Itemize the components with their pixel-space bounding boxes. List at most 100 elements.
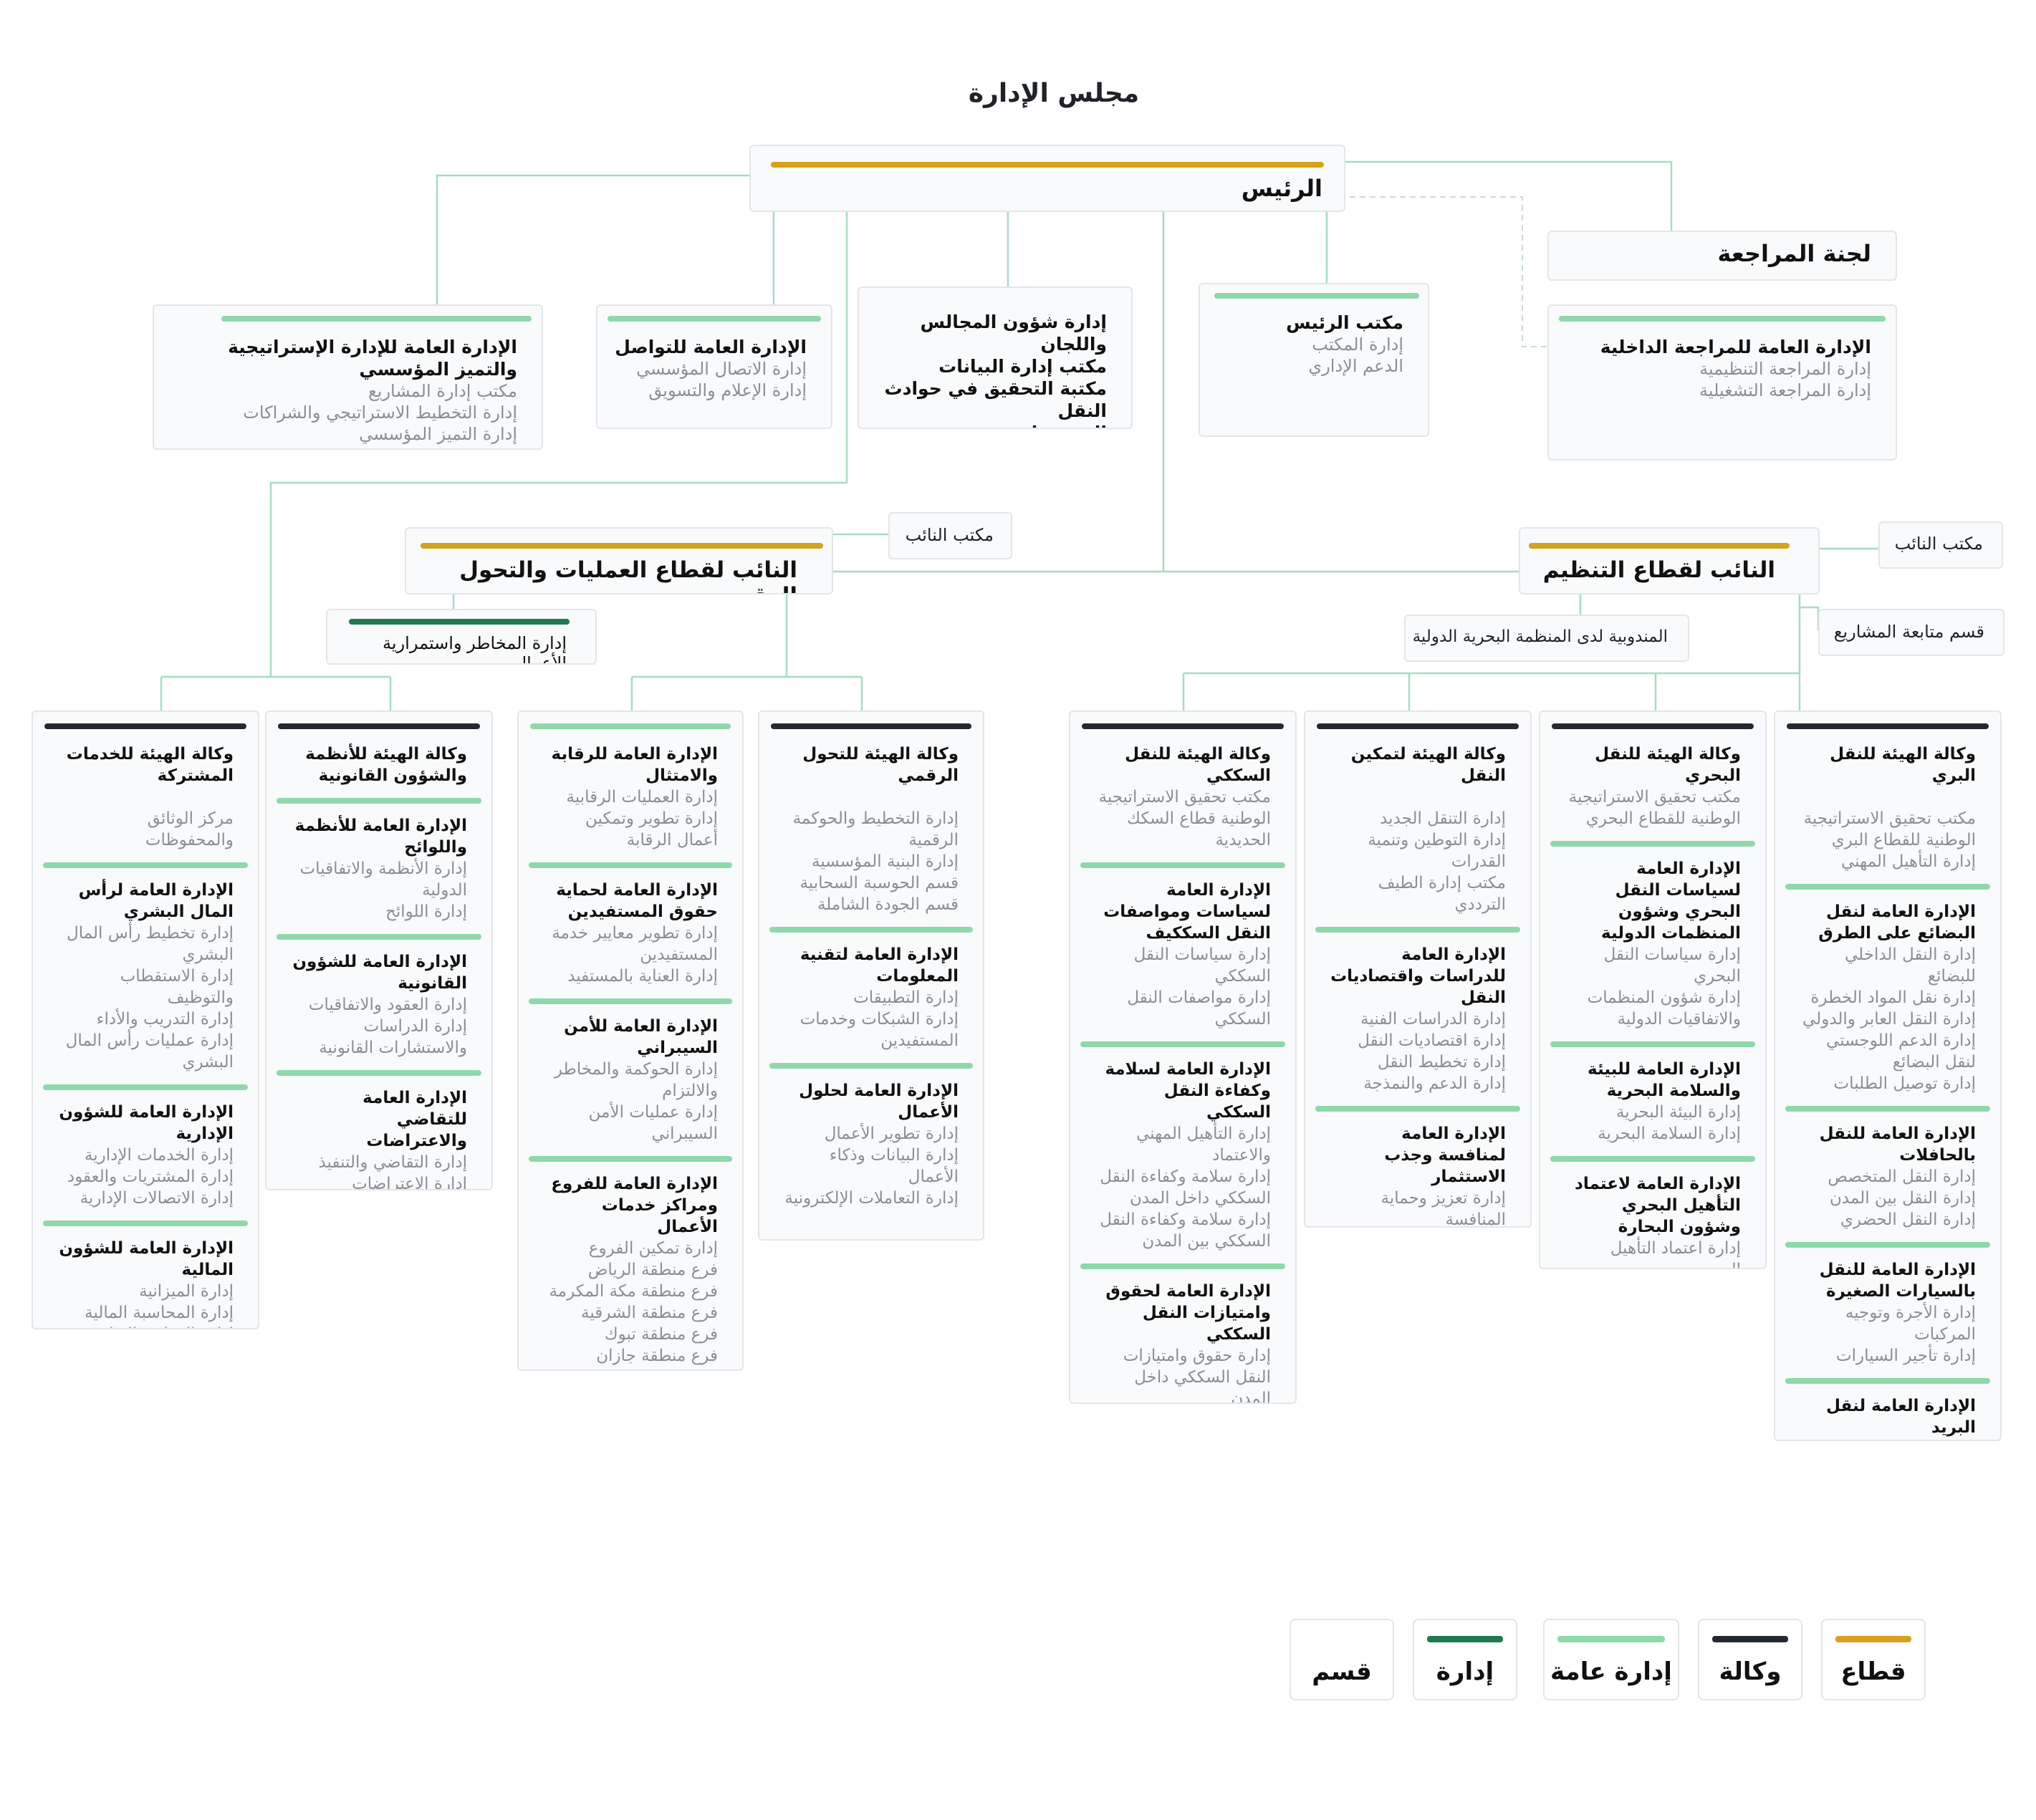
deputy-office-reg-box[interactable]: مكتب النائب — [1878, 521, 2003, 569]
sub-department: إدارة عمليات رأس المال البشري — [65, 1031, 234, 1072]
general-dept-bar — [529, 1156, 732, 1162]
department-title: الإدارة العامة للرقابة والامتثال — [551, 745, 718, 785]
sub-department — [57, 786, 234, 808]
department-section[interactable]: الإدارة العامة للبيئة والسلامة البحرية إد… — [1565, 1054, 1741, 1155]
department-section[interactable]: الإدارة العامة للنقل بالحافلات إدارة النق… — [1800, 1119, 1976, 1241]
sub-department — [1800, 786, 1976, 808]
sub-department: إدارة تطوير الأعمال — [824, 1125, 959, 1143]
sub-department: إدارة النقل الحضري — [1840, 1210, 1976, 1229]
sub-department: إدارة التأهيل المهني — [1840, 852, 1976, 871]
agency-bar — [278, 723, 480, 729]
department-section[interactable]: الإدارة العامة لنقل البريدإدارة الطرودإد… — [1800, 1391, 1976, 1440]
sub-department: إدارة حقوق وامتيازات النقل السككي داخل ا… — [1123, 1347, 1271, 1404]
general-dept-bar — [43, 1084, 248, 1090]
legend-label: قطاع — [1840, 1657, 1906, 1686]
risk-dept-box[interactable]: إدارة المخاطر واستمرارية الأعمال — [326, 609, 597, 665]
sub-department: قسم الحوسبة السحابية — [799, 874, 959, 892]
agency-bar — [1552, 723, 1754, 729]
board-of-directors-title: مجلس الإدارة — [968, 79, 1140, 108]
legend-general-dept: إدارة عامة — [1543, 1619, 1679, 1700]
department-section[interactable]: الإدارة العامة لسياسات ومواصفات النقل ال… — [1095, 875, 1271, 1040]
councils-committees-box[interactable]: إدارة شؤون المجالس واللجان مكتب إدارة ال… — [858, 287, 1133, 429]
general-dept-bar — [277, 1070, 481, 1076]
sub-department: إدارة الدعم والنمذجة — [1363, 1074, 1506, 1093]
department-section[interactable]: الإدارة العامة للدراسات واقتصاديات النقل… — [1330, 940, 1506, 1104]
general-dept-bar — [277, 798, 481, 804]
department-title: الإدارة العامة للأمن السيبراني — [564, 1017, 718, 1057]
sub-department: إدارة الشبكات وخدمات المستفيدين — [799, 1010, 959, 1050]
department-section[interactable]: وكالة الهيئة للأنظمة والشؤون القانونية — [291, 739, 467, 796]
project-followup-box[interactable]: قسم متابعة المشاريع — [1818, 609, 2004, 656]
sub-department: فرع منطقة الرياض — [587, 1261, 718, 1279]
sub-department: إدارة التدريب والأداء — [96, 1010, 234, 1029]
unit-title: الإدارة العامة للمراجعة الداخلية — [1600, 337, 1871, 357]
communication-box[interactable]: الإدارة العامة للتواصل إدارة الاتصال الم… — [596, 304, 832, 429]
department-title: الإدارة العامة للبيئة والسلامة البحرية — [1588, 1060, 1741, 1100]
deputy-regulation-box[interactable]: النائب لقطاع التنظيم — [1519, 527, 1820, 594]
audit-committee-box[interactable]: لجنة المراجعة — [1547, 231, 1897, 281]
agency-bar — [1317, 723, 1519, 729]
president-office-box[interactable]: مكتب الرئيس إدارة المكتب الدعم الإداري — [1199, 283, 1429, 437]
deputy-office-ops-box[interactable]: مكتب النائب — [888, 512, 1012, 559]
sub-department: فرع منطقة الشرقية — [581, 1304, 718, 1322]
imo-delegation-box[interactable]: المندوبية لدى المنظمة البحرية الدولية — [1404, 615, 1689, 662]
department-section[interactable]: الإدارة العامة لحقوق وامتيازات النقل الس… — [1095, 1276, 1271, 1404]
sub-department: إدارة البيئة البحرية — [1616, 1103, 1741, 1122]
unit-item: إدارة الاتصال المؤسسي — [636, 359, 807, 379]
sub-department: إدارة شؤون المنظمات والاتفاقيات الدولية — [1587, 988, 1741, 1029]
sub-department: إدارة عمليات الأمن السيبراني — [588, 1103, 718, 1143]
legend-swatch — [1427, 1636, 1503, 1642]
agency-legal-affairs[interactable]: وكالة الهيئة للأنظمة والشؤون القانونية ال… — [265, 711, 493, 1190]
sub-department: إدارة التقاضي والتنفيذ — [318, 1153, 467, 1172]
sub-department: إدارة تطوير وتمكين أعمال الرقابة — [585, 809, 718, 849]
strategy-excellence-box[interactable]: الإدارة العامة للإدارة الإستراتيجية والت… — [153, 304, 543, 450]
general-dept-bar — [1315, 1106, 1520, 1112]
legend-swatch — [1835, 1636, 1911, 1642]
department-title: الإدارة العامة لحماية حقوق المستفيدين — [556, 881, 718, 921]
unit-item: إدارة الإعلام والتسويق — [648, 380, 807, 400]
deputy-operations-box[interactable]: النائب لقطاع العمليات والتحول الرقمي — [405, 527, 833, 594]
department-section[interactable]: الإدارة العامة لاعتماد التأهيل البحري وش… — [1565, 1169, 1741, 1268]
internal-audit-box[interactable]: الإدارة العامة للمراجعة الداخلية إدارة ا… — [1547, 304, 1897, 461]
sub-department: إدارة الدراسات الفنية — [1360, 1010, 1506, 1029]
agency-bar — [1787, 723, 1989, 729]
general-dept-bar — [277, 934, 481, 940]
department-title: الإدارة العامة للنقل بالحافلات — [1819, 1125, 1976, 1165]
department-section[interactable]: الإدارة العامة لسياسات النقل البحري وشؤو… — [1565, 854, 1741, 1040]
general-dept-bar — [1785, 1106, 1990, 1112]
general-dept-bar — [1550, 841, 1755, 847]
president-box[interactable]: الرئيس — [749, 145, 1345, 212]
department-section[interactable]: الإدارة العامة لسلامة وكفاءة النقل السكك… — [1095, 1054, 1271, 1262]
department-section[interactable]: الإدارة العامة للفروع ومراكز خدمات الأعم… — [543, 1169, 718, 1369]
general-dept-bar — [43, 862, 248, 868]
department-title: الإدارة العامة للدراسات واقتصاديات النقل — [1330, 945, 1506, 1007]
sub-department: مكتب تحقيق الاستراتيجية الوطنية للقطاع ا… — [1803, 809, 1976, 849]
